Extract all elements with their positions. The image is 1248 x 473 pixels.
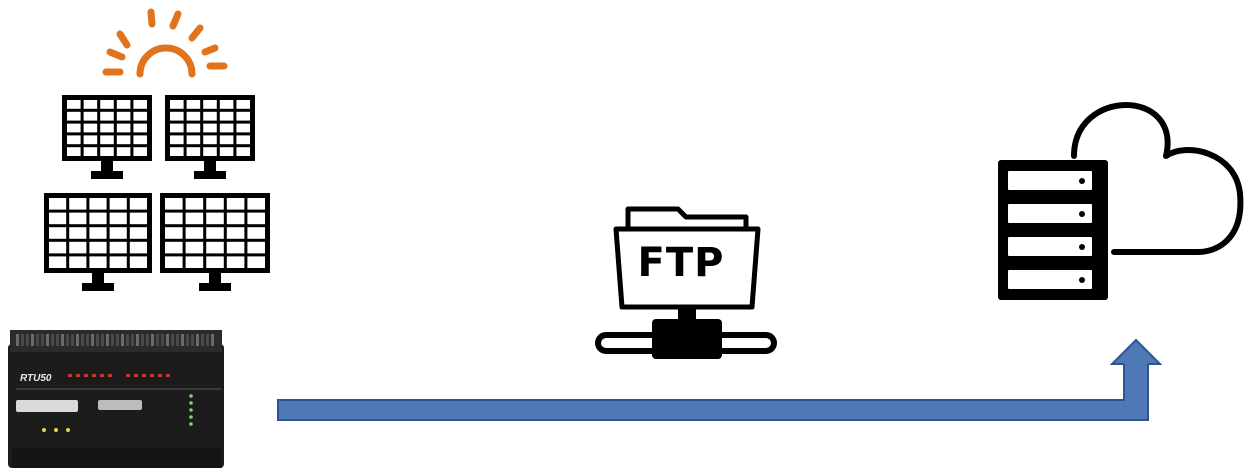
data-flow-arrow: [0, 0, 1248, 473]
diagram-canvas: RTU50 FTP: [0, 0, 1248, 473]
